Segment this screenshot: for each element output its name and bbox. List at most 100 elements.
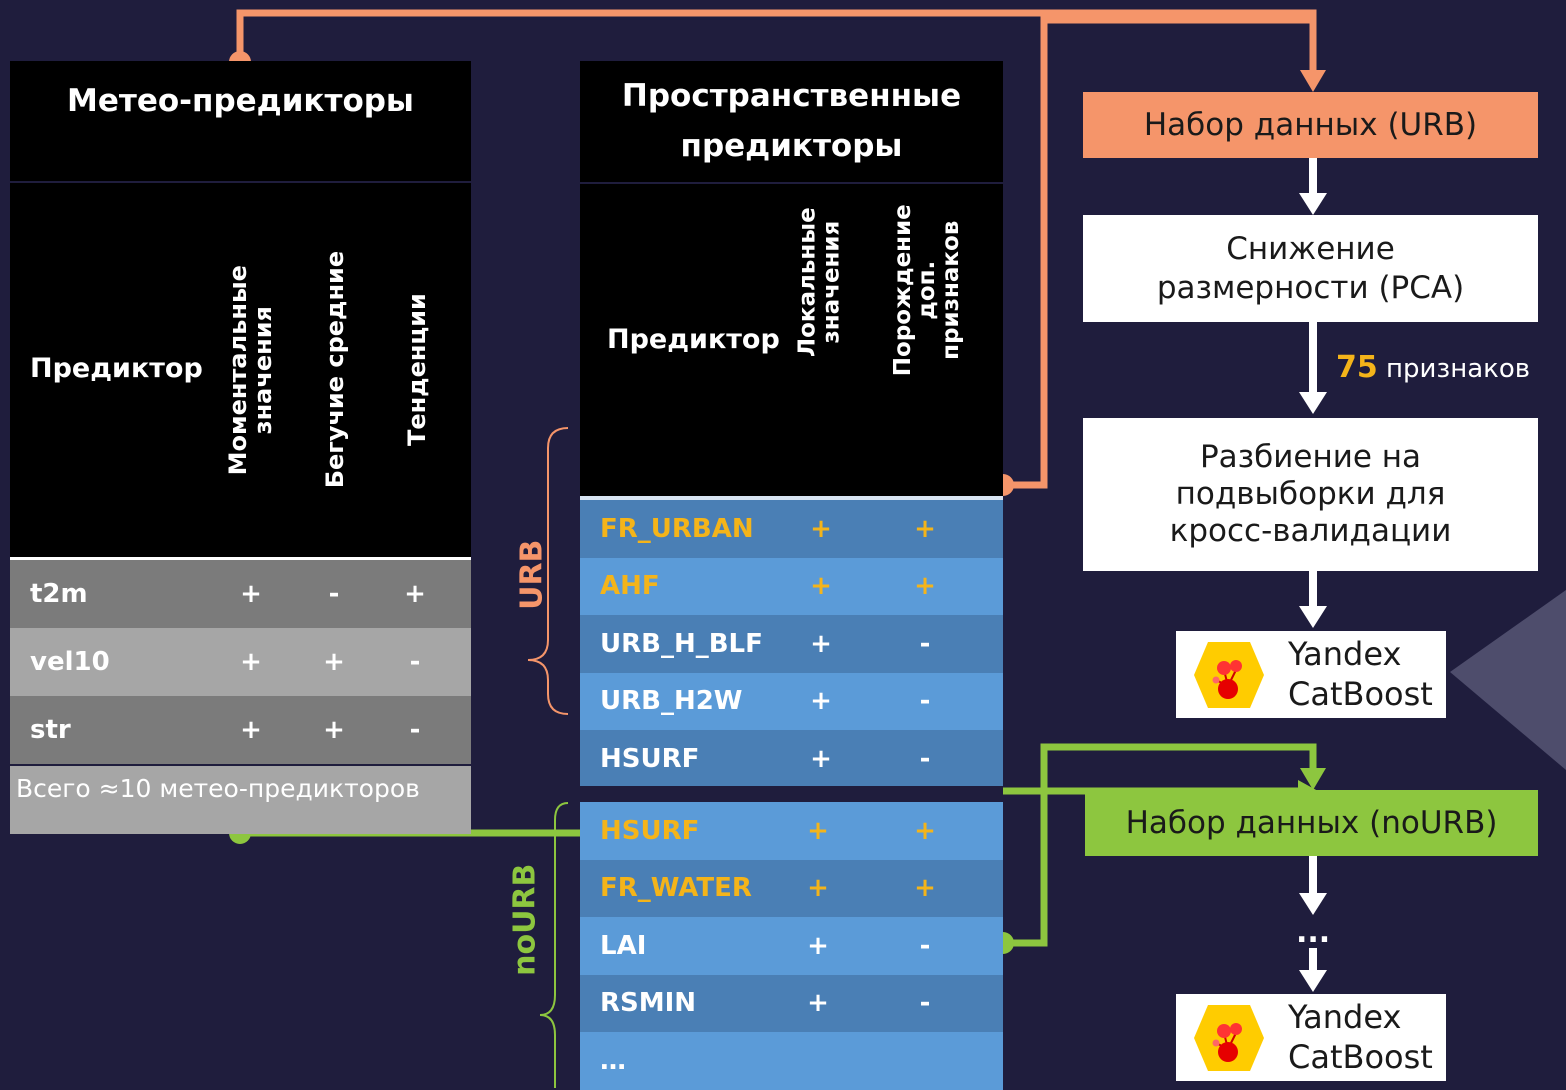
catboost-name: CatBoost bbox=[1288, 1038, 1433, 1076]
meteo-row: t2m + - + bbox=[10, 560, 471, 628]
pca-box: Снижение размерности (PCA) bbox=[1083, 215, 1538, 322]
catboost-logo-urb: Yandex CatBoost bbox=[1176, 631, 1446, 718]
nourb-dataset-box: Набор данных (noURB) bbox=[1085, 790, 1538, 856]
meteo-row-instant: + bbox=[240, 647, 262, 677]
nourb-connector-spatial bbox=[1003, 743, 1317, 947]
meteo-row-moving: + bbox=[323, 647, 345, 677]
nourb-row: RSMIN + - bbox=[580, 974, 1003, 1032]
urb-row: AHF + + bbox=[580, 557, 1003, 615]
nourb-brace bbox=[539, 802, 569, 1088]
meteo-row-name: str bbox=[30, 715, 71, 745]
spatial-table-title: Пространственные предикторы bbox=[580, 61, 1003, 182]
nourb-row-name: FR_WATER bbox=[600, 873, 752, 904]
meteo-header: Предиктор Моментальные значения Бегучие … bbox=[10, 183, 471, 557]
catboost-name: CatBoost bbox=[1288, 675, 1433, 713]
urb-group-label: URB bbox=[514, 539, 550, 611]
cv-split-box: Разбиение на подвыборки для кросс-валида… bbox=[1083, 418, 1538, 571]
meteo-total: Всего ≈10 метео-предикторов bbox=[10, 766, 471, 834]
pipeline-ellipsis: ... bbox=[1296, 915, 1331, 950]
urb-row-local: + bbox=[810, 686, 832, 717]
spatial-col-local: Локальные значения bbox=[794, 207, 845, 357]
urb-row-name: AHF bbox=[600, 571, 660, 602]
arrow-down bbox=[1299, 970, 1327, 992]
urb-dataset-label: Набор данных (URB) bbox=[1143, 107, 1478, 143]
nourb-row-derived: + bbox=[914, 815, 936, 846]
meteo-col-instant: Моментальные значения bbox=[223, 264, 277, 476]
meteo-col-moving: Бегучие средние bbox=[321, 251, 350, 489]
urb-row-derived: + bbox=[914, 571, 936, 602]
urb-row: FR_URBAN + + bbox=[580, 500, 1003, 558]
urb-row-local: + bbox=[810, 743, 832, 774]
urb-row-derived: - bbox=[919, 628, 931, 659]
nourb-row: FR_WATER + + bbox=[580, 859, 1003, 917]
urb-row-local: + bbox=[810, 628, 832, 659]
pca-label: Снижение размерности (PCA) bbox=[1156, 230, 1465, 306]
urb-row: URB_H_BLF + - bbox=[580, 615, 1003, 673]
nourb-row-name: RSMIN bbox=[600, 988, 697, 1019]
urb-row-name: URB_H_BLF bbox=[600, 628, 763, 659]
meteo-table-title: Метео-предикторы bbox=[10, 61, 471, 181]
catboost-brand: Yandex bbox=[1288, 998, 1402, 1036]
nourb-row: HSURF + + bbox=[580, 802, 1003, 860]
catboost-logo-nourb: Yandex CatBoost bbox=[1176, 994, 1446, 1081]
arrow-down bbox=[1299, 193, 1327, 215]
meteo-row-instant: + bbox=[240, 579, 262, 609]
catboost-icon bbox=[1194, 642, 1264, 708]
nourb-row-local: + bbox=[807, 815, 829, 846]
urb-row: HSURF + - bbox=[580, 730, 1003, 788]
meteo-row-name: t2m bbox=[30, 579, 88, 609]
arrow-down bbox=[1300, 768, 1326, 790]
nourb-row-derived: - bbox=[919, 930, 931, 961]
nourb-row-local: + bbox=[807, 988, 829, 1019]
meteo-row-trend: - bbox=[409, 647, 421, 677]
spatial-header: Предиктор Локальные значения Порождение … bbox=[580, 184, 1003, 496]
urb-row-name: FR_URBAN bbox=[600, 513, 754, 544]
arrow-down bbox=[1299, 893, 1327, 915]
nourb-row-local: + bbox=[807, 930, 829, 961]
meteo-col-predictor: Предиктор bbox=[30, 353, 203, 384]
meteo-total-label: Всего ≈10 метео-предикторов bbox=[16, 774, 420, 803]
meteo-row-name: vel10 bbox=[30, 647, 110, 677]
decorative-triangle bbox=[1450, 590, 1566, 770]
spatial-col-predictor: Предиктор bbox=[607, 324, 780, 355]
nourb-row-name: … bbox=[600, 1045, 626, 1076]
nourb-row-local: + bbox=[807, 873, 829, 904]
urb-row-name: HSURF bbox=[600, 743, 700, 774]
meteo-col-trend: Тенденции bbox=[402, 293, 431, 447]
arrow-down bbox=[1299, 392, 1327, 414]
arrow-down bbox=[1300, 70, 1326, 92]
meteo-row: vel10 + + - bbox=[10, 628, 471, 696]
urb-connector-meteo bbox=[236, 9, 1317, 72]
meteo-row-trend: + bbox=[404, 579, 426, 609]
nourb-row-derived: + bbox=[914, 873, 936, 904]
meteo-row-moving: + bbox=[323, 715, 345, 745]
catboost-brand: Yandex bbox=[1288, 635, 1402, 673]
nourb-row: … bbox=[580, 1032, 1003, 1090]
urb-row-local: + bbox=[810, 513, 832, 544]
features-text: признаков bbox=[1386, 354, 1531, 384]
urb-row-local: + bbox=[810, 571, 832, 602]
urb-row-derived: - bbox=[919, 743, 931, 774]
cv-split-label: Разбиение на подвыборки для кросс-валида… bbox=[1169, 438, 1452, 550]
urb-row-name: URB_H2W bbox=[600, 686, 743, 717]
meteo-row-moving: - bbox=[328, 579, 340, 609]
urb-brace bbox=[527, 427, 569, 715]
urb-connector-spatial bbox=[1003, 16, 1313, 489]
urb-row-derived: + bbox=[914, 513, 936, 544]
nourb-row-derived: - bbox=[919, 988, 931, 1019]
urb-dataset-box: Набор данных (URB) bbox=[1083, 92, 1538, 158]
urb-row-derived: - bbox=[919, 686, 931, 717]
features-count: 75 bbox=[1336, 350, 1378, 385]
nourb-row-name: LAI bbox=[600, 930, 647, 961]
meteo-row: str++- bbox=[10, 696, 471, 764]
catboost-icon bbox=[1194, 1005, 1264, 1071]
arrow-down bbox=[1299, 606, 1327, 628]
spatial-col-derived: Порождение доп. признаков bbox=[889, 204, 965, 376]
nourb-row-name: HSURF bbox=[600, 815, 700, 846]
nourb-dataset-label: Набор данных (noURB) bbox=[1125, 805, 1498, 841]
urb-row: URB_H2W + - bbox=[580, 672, 1003, 730]
meteo-row-trend: - bbox=[409, 715, 421, 745]
nourb-group-label: noURB bbox=[507, 863, 543, 977]
features-count-label: 75 признаков bbox=[1336, 350, 1530, 385]
spatial-table: Пространственные предикторы Предиктор Ло… bbox=[580, 61, 1003, 1090]
